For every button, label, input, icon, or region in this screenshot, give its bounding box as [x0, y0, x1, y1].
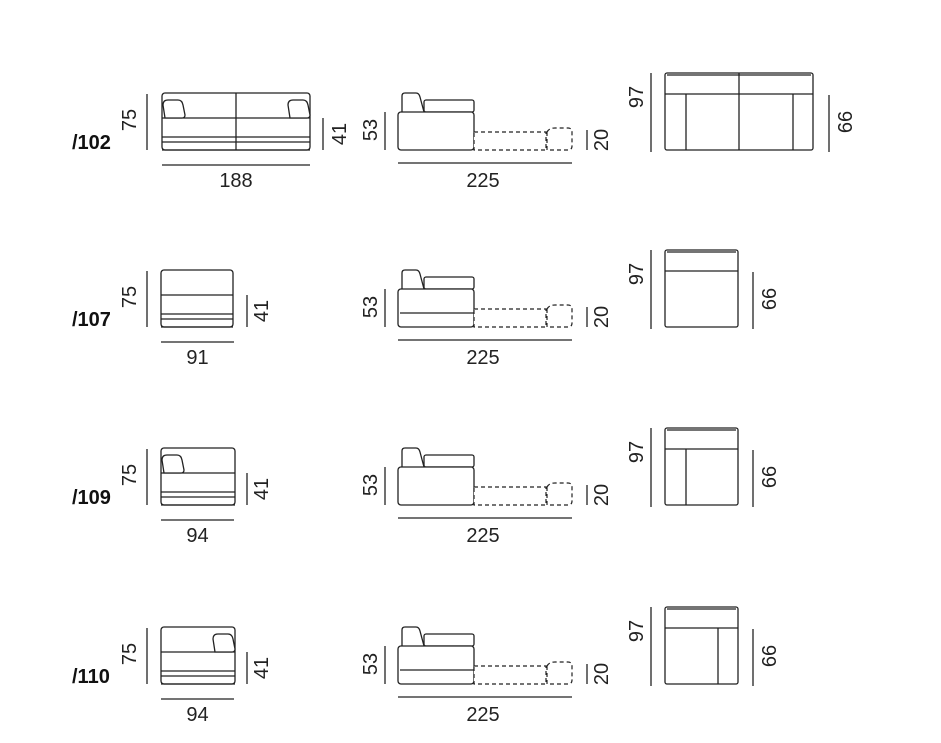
seat-back-cushion	[423, 454, 475, 468]
front-view-drawing	[160, 447, 236, 506]
seat-height-label: 41	[251, 478, 273, 500]
depth-label: 97	[626, 441, 648, 463]
front-view-drawing	[160, 269, 234, 328]
seat-back-cushion	[423, 99, 475, 113]
side-height-label: 53	[360, 296, 382, 318]
top-view-drawing	[664, 72, 814, 151]
extended-footrest	[473, 131, 547, 151]
footrest-height-label: 20	[591, 484, 613, 506]
height-label: 75	[119, 109, 141, 131]
arm-pillow	[212, 633, 236, 653]
side-body	[397, 645, 475, 685]
seat-height-label: 41	[329, 123, 351, 145]
width-label: 94	[186, 704, 208, 726]
module-code: /107	[72, 309, 111, 331]
depth-label: 97	[626, 620, 648, 642]
seat-back-cushion	[423, 633, 475, 647]
seat-height-label: 41	[251, 657, 273, 679]
module-row-102: /102 75 41 188 53 20 225 97 66	[72, 72, 857, 192]
top-view-drawing	[664, 249, 739, 328]
module-row-109: /109 75 41 94 53 20 225 97 66	[72, 427, 781, 547]
width-label: 94	[186, 525, 208, 547]
footrest-height-label: 20	[591, 129, 613, 151]
seat-depth-label: 66	[759, 288, 781, 310]
side-view-drawing	[397, 447, 573, 506]
seat-depth-label: 66	[759, 645, 781, 667]
backrest-cushion	[401, 447, 425, 468]
side-height-label: 53	[360, 119, 382, 141]
extended-depth-label: 225	[466, 347, 499, 369]
extended-footrest-cushion	[546, 127, 573, 151]
side-view-drawing	[397, 626, 573, 685]
module-code: /110	[72, 666, 110, 688]
footrest-height-label: 20	[591, 306, 613, 328]
backrest-cushion	[401, 269, 425, 290]
arm-pillow	[162, 99, 186, 119]
height-label: 75	[119, 464, 141, 486]
top-outline	[664, 249, 739, 328]
module-row-107: /107 75 41 91 53 20 225 97 66	[72, 249, 781, 369]
front-view-drawing	[160, 626, 236, 685]
width-label: 188	[219, 170, 252, 192]
extended-depth-label: 225	[466, 704, 499, 726]
depth-label: 97	[626, 86, 648, 108]
seat-depth-label: 66	[759, 466, 781, 488]
top-outline	[664, 606, 739, 685]
module-code: /102	[72, 132, 111, 154]
module-row-110: /110 75 41 94 53 20 225 97 66	[72, 606, 781, 726]
front-view-drawing	[161, 92, 311, 151]
height-label: 75	[119, 643, 141, 665]
top-outline	[664, 427, 739, 506]
side-body	[397, 288, 475, 328]
width-label: 91	[186, 347, 208, 369]
top-view-drawing	[664, 427, 739, 506]
side-body	[397, 111, 475, 151]
side-height-label: 53	[360, 474, 382, 496]
side-height-label: 53	[360, 653, 382, 675]
backrest-cushion	[401, 626, 425, 647]
seat-height-label: 41	[251, 300, 273, 322]
arm-pillow	[287, 99, 311, 119]
extended-footrest	[473, 665, 547, 685]
depth-label: 97	[626, 263, 648, 285]
extended-footrest-cushion	[546, 661, 573, 685]
side-view-drawing	[397, 269, 573, 328]
extended-footrest-cushion	[546, 482, 573, 506]
extended-depth-label: 225	[466, 525, 499, 547]
backrest-cushion	[401, 92, 425, 113]
arm-pillow	[161, 454, 185, 474]
seat-depth-label: 66	[835, 111, 857, 133]
extended-footrest	[473, 486, 547, 506]
side-body	[397, 466, 475, 506]
height-label: 75	[119, 286, 141, 308]
module-code: /109	[72, 487, 111, 509]
top-view-drawing	[664, 606, 739, 685]
seat-back-cushion	[423, 276, 475, 290]
extended-footrest-cushion	[546, 304, 573, 328]
extended-footrest	[473, 308, 547, 328]
footrest-height-label: 20	[591, 663, 613, 685]
extended-depth-label: 225	[466, 170, 499, 192]
side-view-drawing	[397, 92, 573, 151]
